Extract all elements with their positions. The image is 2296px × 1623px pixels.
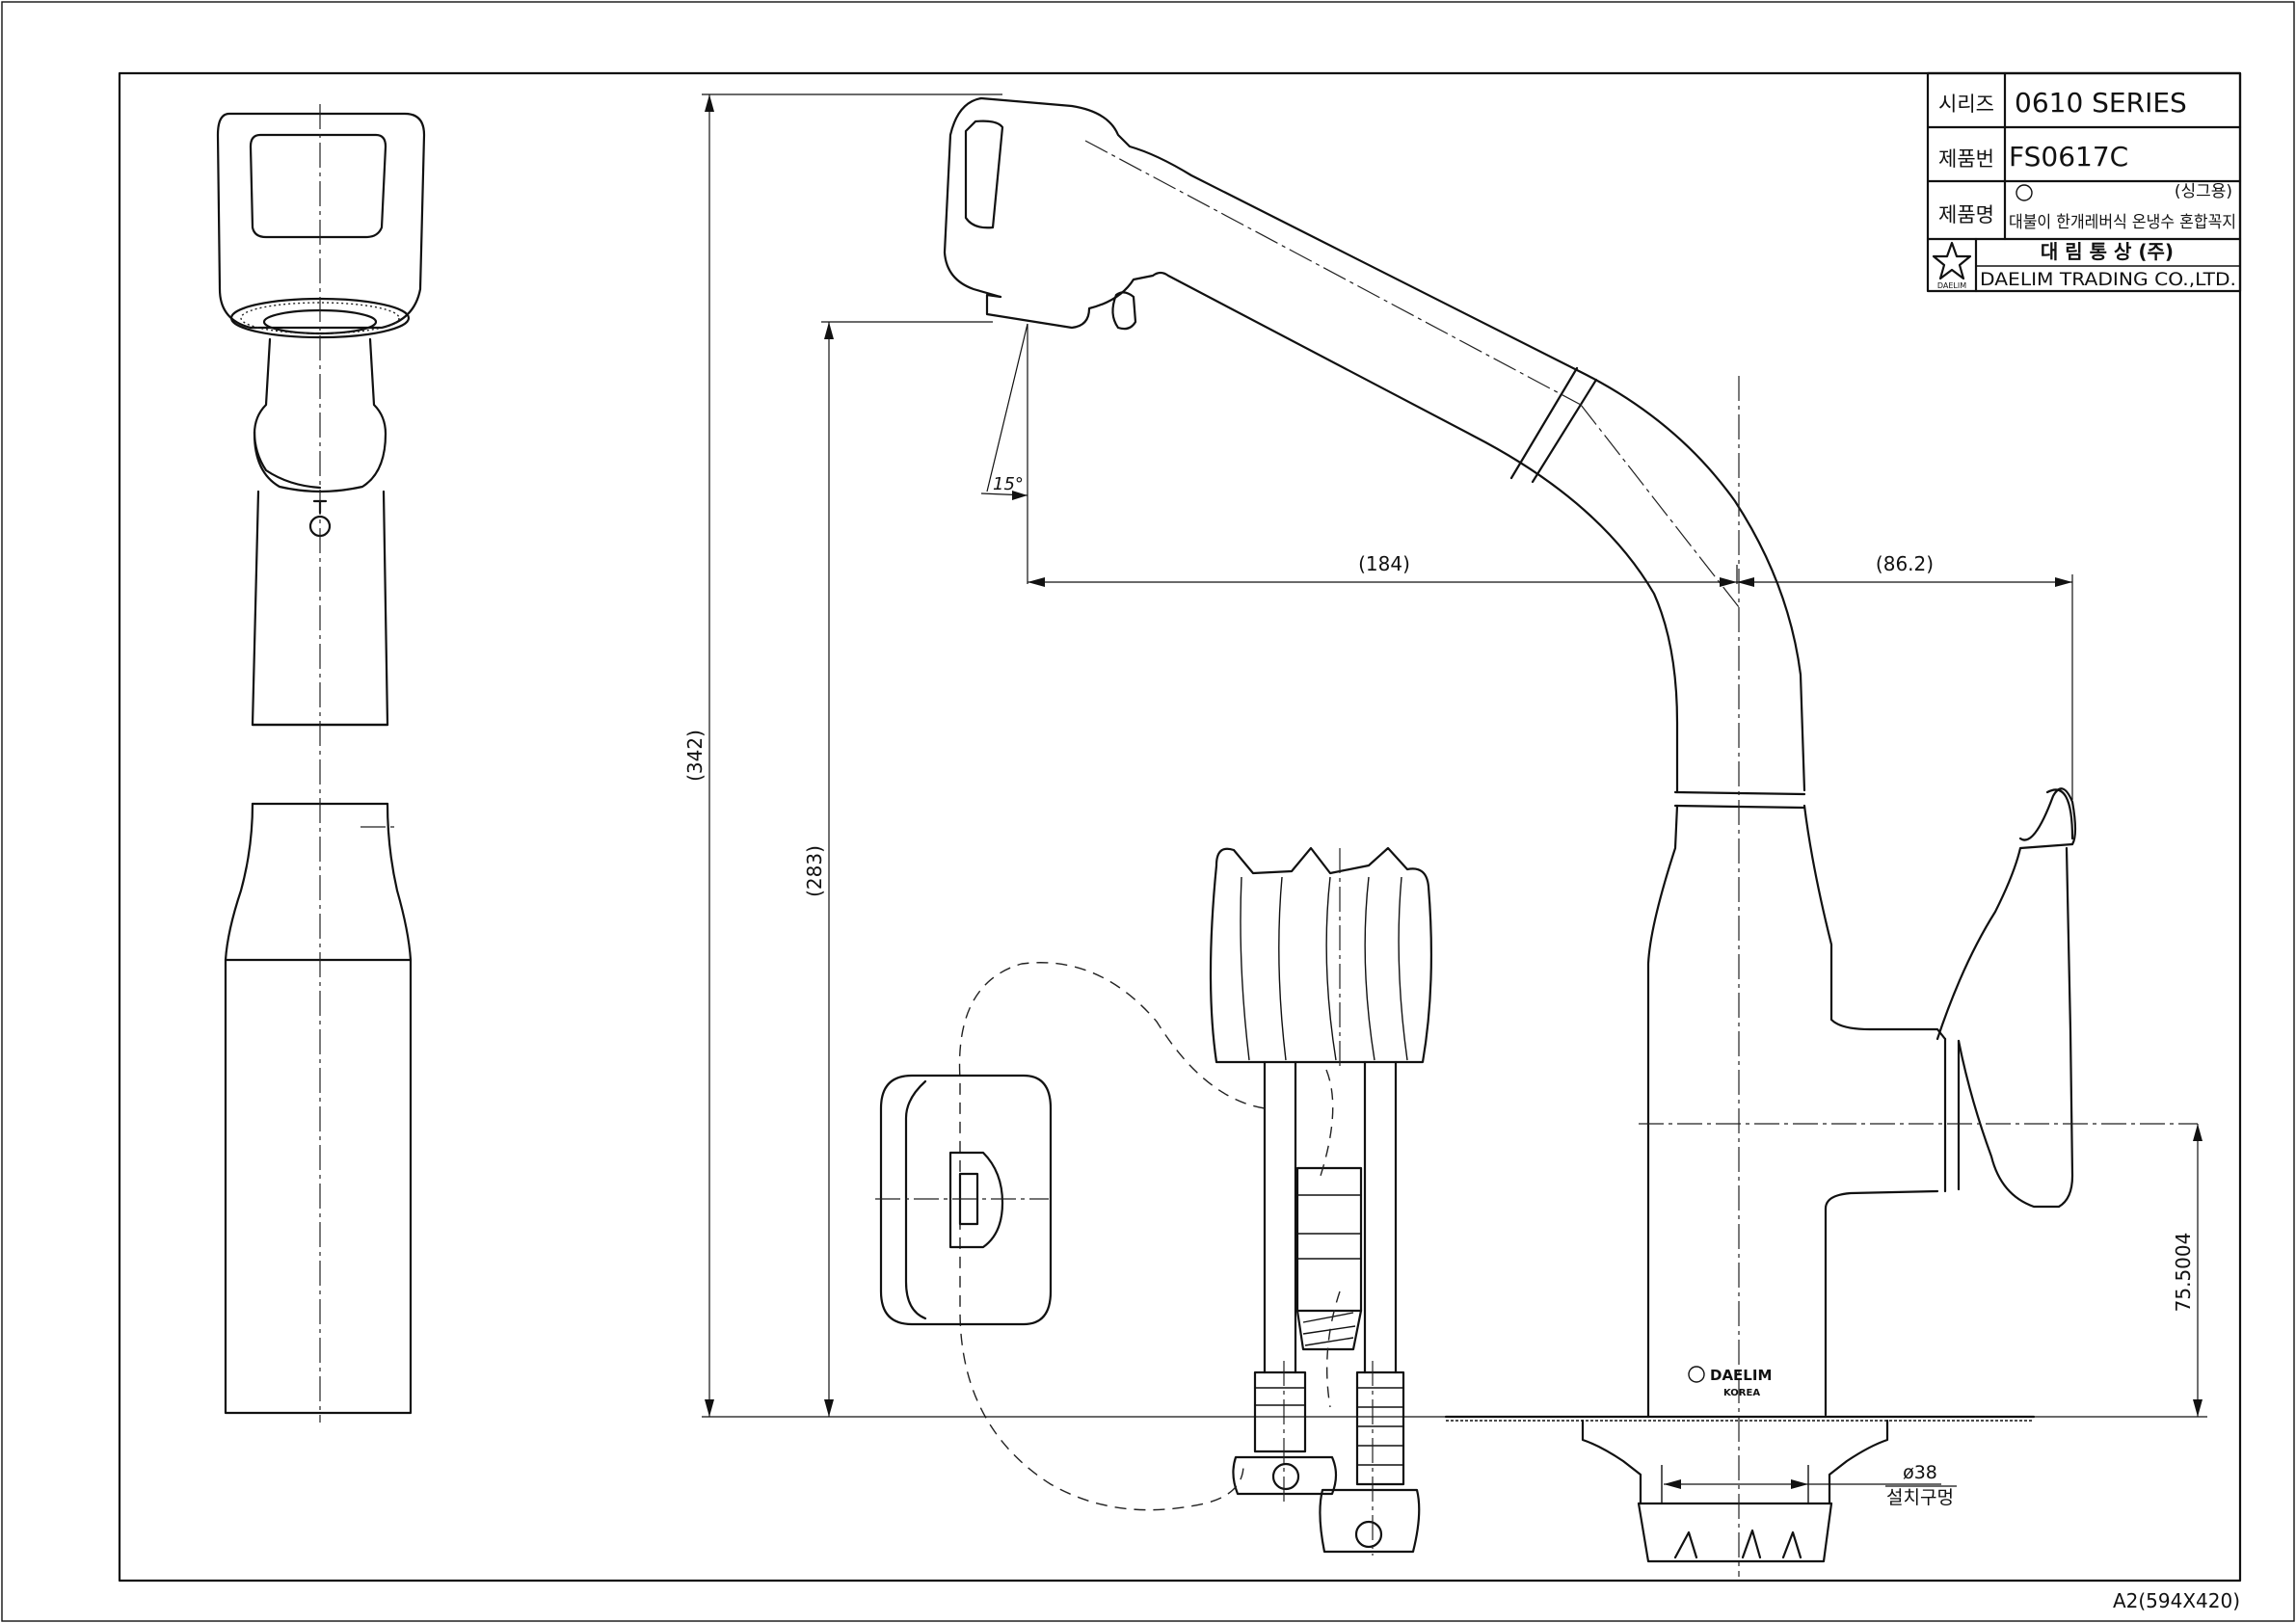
dim-184-text: (184): [1358, 552, 1410, 575]
company-ko: 대 림 통 상 (주): [2041, 240, 2174, 263]
side-view: DAELIM KOREA: [943, 96, 2198, 1577]
hole-diameter-text: ø38: [1903, 1462, 1937, 1483]
kc-mark-icon: [2016, 184, 2033, 201]
dim-86-text: (86.2): [1876, 552, 1934, 575]
dim-342-text: (342): [683, 730, 707, 782]
body-brand-text: DAELIM: [1710, 1367, 1772, 1384]
logo-caption: DAELIM: [1937, 281, 1966, 290]
front-view: [216, 104, 426, 1423]
series-label: 시리즈: [1938, 93, 1994, 116]
hose-assembly: [875, 846, 1433, 1556]
company-en: DAELIM TRADING CO.,LTD.: [1980, 269, 2236, 290]
dimensions: (342) (283) (184) (86.2) 75.5004 15° ø38…: [683, 93, 2207, 1508]
body-country-text: KOREA: [1723, 1388, 1760, 1398]
daelim-star-icon: [1932, 241, 1972, 280]
product-name-value: 대불이 한개레버식 온냉수 혼합꼭지: [2009, 213, 2236, 232]
drawing-frame: [118, 71, 2242, 1583]
hole-label-text: 설치구멍: [1886, 1487, 1954, 1508]
product-no-value: FS0617C: [2009, 141, 2128, 173]
product-name-note: (싱그용): [2175, 182, 2232, 201]
dim-283-text: (283): [803, 845, 826, 897]
angle-text: 15°: [993, 474, 1024, 494]
dim-75-text: 75.5004: [2172, 1233, 2195, 1313]
daelim-logo-mark: [1688, 1366, 1705, 1383]
sheet-size-label: A2(594X420): [2113, 1589, 2240, 1612]
product-name-label: 제품명: [1938, 203, 1994, 226]
title-block: 시리즈 0610 SERIES 제품번 FS0617C 제품명 (싱그용) 대불…: [1926, 71, 2242, 293]
series-value: 0610 SERIES: [2015, 87, 2187, 119]
product-no-label: 제품번: [1938, 147, 1994, 171]
